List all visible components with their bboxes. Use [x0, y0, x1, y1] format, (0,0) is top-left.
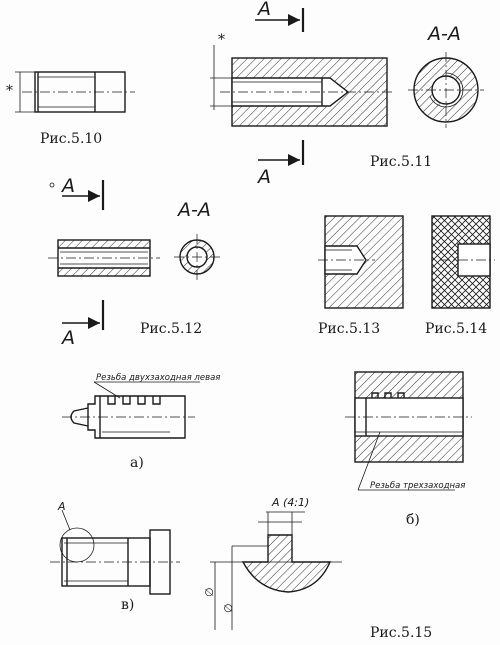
label-b: б): [406, 512, 420, 528]
arrow-head-icon: [88, 190, 100, 202]
section-title: A-A: [176, 199, 211, 221]
leader-line: [93, 381, 121, 399]
arrow-head-icon: [88, 317, 100, 329]
fig-5-15-b: Резьба трехзаходная б): [345, 371, 472, 528]
fig-5-14: Рис.5.14: [425, 215, 495, 337]
tube-wall-top: [58, 240, 150, 248]
cut-label-top: A: [60, 175, 75, 197]
thread-arc: [429, 72, 464, 108]
note-double-start: Резьба двухзаходная левая: [96, 373, 220, 383]
caption-5-14: Рис.5.14: [425, 321, 487, 337]
tube-wall-bottom: [58, 268, 150, 276]
arrow-head-icon: [288, 14, 300, 26]
thread-grooves: [107, 396, 161, 405]
fig-5-12: A A A-A Рис.5.12: [48, 175, 220, 349]
fig-5-13: Рис.5.13: [318, 215, 404, 337]
screw-body: [87, 395, 186, 439]
cut-label-bottom: A: [256, 166, 271, 188]
note-triple-start: Резьба трехзаходная: [370, 481, 465, 491]
cut-label-top: A: [256, 0, 271, 20]
thread-grooves: [371, 392, 405, 398]
fig-5-15-a: Резьба двухзаходная левая а): [62, 373, 220, 471]
dimension-mark: *: [6, 83, 13, 99]
fig-5-15-v: A в) A (4:1) ∅ ∅ Рис.5.15: [50, 496, 432, 641]
detail-title: A (4:1): [271, 496, 309, 509]
leader-line: [357, 431, 381, 491]
detail-leader: [61, 509, 71, 531]
dimension-mark: *: [218, 32, 225, 48]
caption-5-13: Рис.5.13: [318, 321, 380, 337]
caption-5-15: Рис.5.15: [370, 625, 432, 641]
cut-label-bottom: A: [60, 327, 75, 349]
detail-circle: [59, 527, 95, 563]
section-title: A-A: [426, 23, 461, 45]
fig-5-11: * A A A-A Рис.5.11: [210, 0, 484, 188]
thread-profile-section: [241, 534, 332, 593]
detail-mark: A: [57, 500, 66, 513]
arrow-head-icon: [288, 154, 300, 166]
mark-dot: [49, 182, 55, 188]
label-v: в): [121, 597, 134, 613]
label-a: а): [130, 455, 144, 471]
caption-5-10: Рис.5.10: [40, 131, 102, 147]
fig-5-10: * Рис.5.10: [6, 71, 135, 147]
caption-5-12: Рис.5.12: [140, 321, 202, 337]
diameter-symbol-2: ∅: [222, 603, 235, 613]
threaded-hole: [231, 77, 350, 107]
caption-5-11: Рис.5.11: [370, 154, 432, 170]
diameter-symbol-1: ∅: [203, 587, 216, 597]
